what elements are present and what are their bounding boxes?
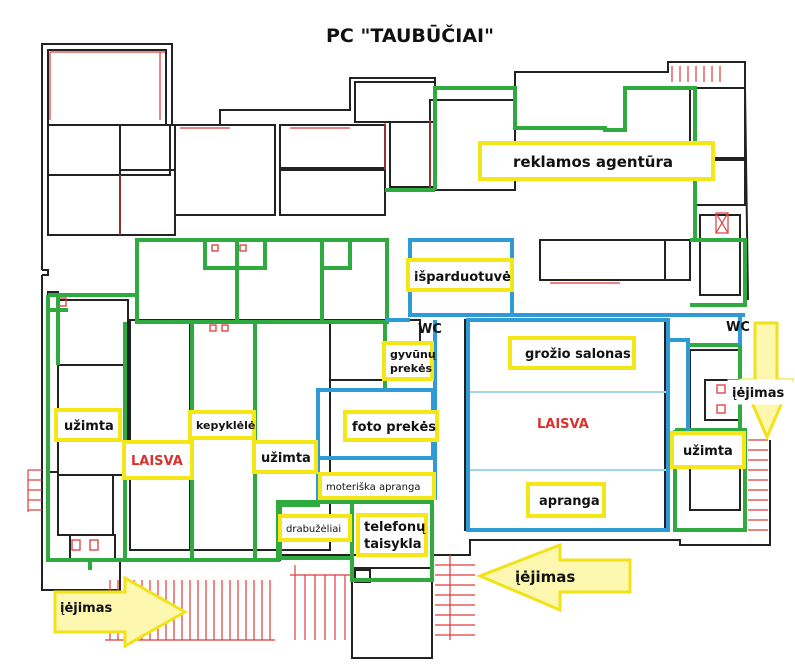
label-foto-prekes: foto prekės	[352, 420, 436, 435]
label-grozio-salonas: grožio salonas	[525, 347, 631, 362]
entrance-arrow-bottom: įėjimas	[476, 542, 632, 613]
label-gyvunu-line2: prekės	[390, 362, 433, 375]
label-uzimta-right: užimta	[683, 444, 733, 459]
label-gyvunu-line1: gyvūnų	[390, 348, 436, 361]
label-telefonu-line1: telefonų	[364, 520, 426, 535]
label-laisva-right: LAISVA	[537, 417, 589, 432]
label-wc-2: WC	[726, 320, 750, 335]
entrance-left-label: įėjimas	[60, 601, 113, 616]
entrance-arrow-left: įėjimas	[53, 575, 189, 649]
label-kepyklele: kepyklėlė	[196, 419, 255, 432]
label-drabuzeliai: drabužėliai	[286, 523, 341, 535]
label-apranga: apranga	[539, 494, 600, 509]
label-laisva-left: LAISVA	[131, 454, 183, 469]
label-uzimta-mid: užimta	[261, 451, 311, 466]
entrance-bottom-label: įėjimas	[515, 568, 575, 586]
label-reklamos-agentura: reklamos agentūra	[513, 153, 673, 171]
room-labels: reklamos agentūra išparduotuvė WC WC gro…	[54, 141, 793, 557]
label-telefonu-line2: taisykla	[364, 537, 422, 552]
plan-title: PC "TAUBŪČIAI"	[326, 23, 494, 47]
label-wc-1: WC	[418, 322, 442, 337]
entrance-right-label: įėjimas	[732, 386, 785, 401]
vacant-dividers	[470, 391, 666, 471]
fixtures	[57, 244, 726, 551]
label-uzimta-left: užimta	[64, 419, 114, 434]
label-moteriska-apranga: moteriška apranga	[326, 481, 420, 493]
label-isparduotuve: išparduotuvė	[414, 270, 511, 285]
